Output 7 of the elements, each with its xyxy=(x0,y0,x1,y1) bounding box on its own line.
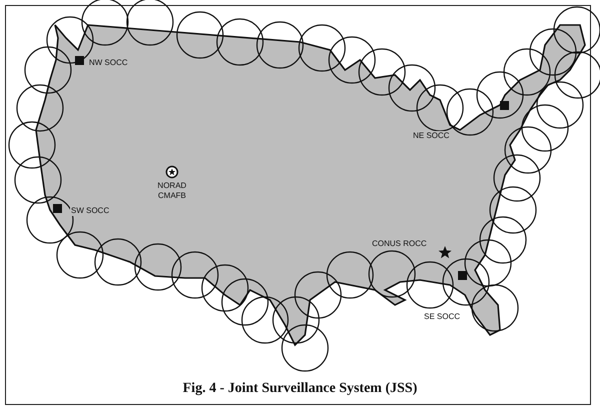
site-label: SW SOCC xyxy=(70,206,110,216)
site-label: NORAD CMAFB xyxy=(156,181,188,201)
figure-caption: Fig. 4 - Joint Surveillance System (JSS) xyxy=(182,381,418,397)
site-label: NW SOCC xyxy=(88,58,129,68)
site-label: SE SOCC xyxy=(423,312,462,322)
site-label: CONUS ROCC xyxy=(372,239,427,249)
site-label: NE SOCC xyxy=(412,131,450,141)
